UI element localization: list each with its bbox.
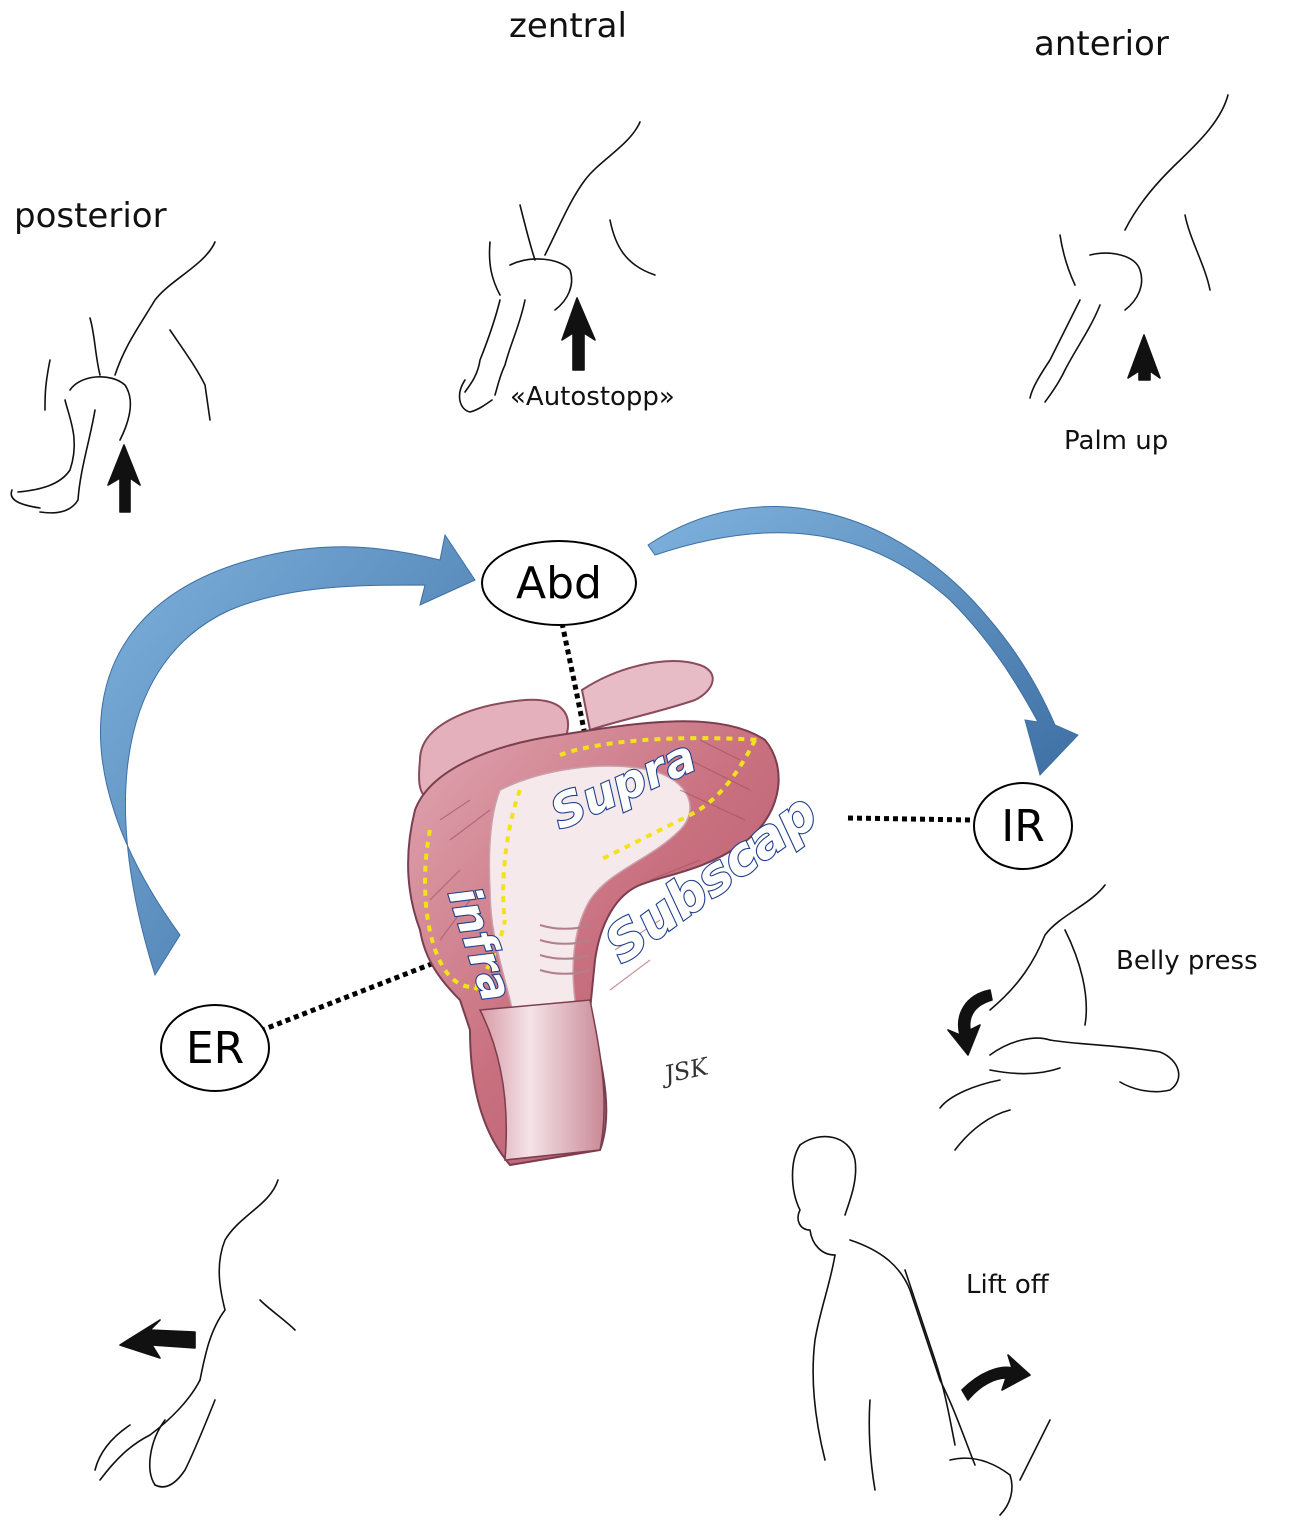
label-autostopp: «Autostopp» <box>510 382 675 412</box>
node-abduction: Abd <box>481 540 637 626</box>
sketch-lift-off <box>793 1137 1051 1515</box>
node-internal-rotation: IR <box>973 782 1073 870</box>
label-zentral: zentral <box>509 6 627 46</box>
sketch-zentral-test <box>460 122 655 412</box>
sketch-anterior-test <box>1030 95 1228 402</box>
artist-signature: JSK <box>657 1052 713 1090</box>
sketch-posterior-arrow <box>108 445 140 512</box>
sketch-belly-press-arrow <box>948 990 992 1055</box>
node-external-rotation: ER <box>160 1004 270 1092</box>
label-belly-press: Belly press <box>1116 946 1258 976</box>
sketch-belly-press <box>940 885 1179 1150</box>
label-lift-off: Lift off <box>966 1270 1049 1300</box>
label-palm-up: Palm up <box>1064 426 1168 456</box>
sketch-anterior-arrow <box>1128 335 1160 380</box>
sketch-zentral-arrow <box>562 298 595 370</box>
label-anterior: anterior <box>1034 24 1169 64</box>
sketch-lift-off-arrow <box>962 1355 1030 1400</box>
sketch-external-rotation-arrow <box>120 1320 195 1358</box>
label-posterior: posterior <box>14 196 167 236</box>
connector-ir <box>848 818 972 820</box>
